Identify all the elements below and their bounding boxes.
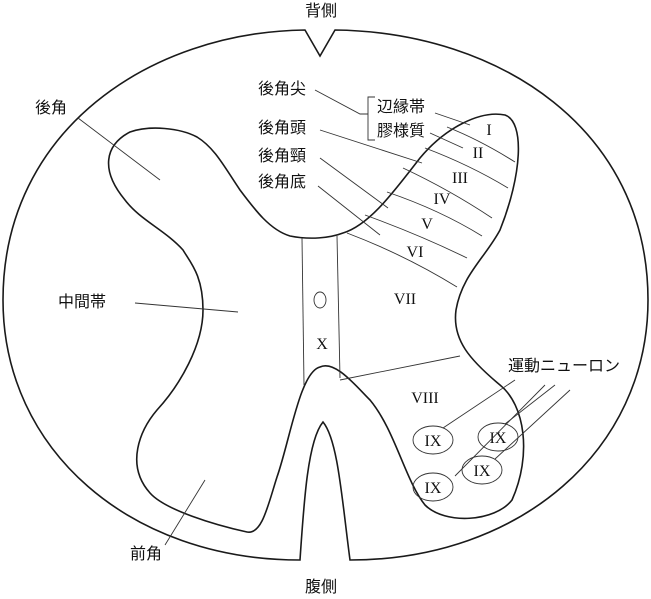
lamina-boundaries	[346, 126, 516, 288]
lamina-v-label: V	[421, 216, 433, 233]
lamina-iii-label: III	[452, 170, 468, 187]
lamina-vii-viii-border	[339, 355, 461, 381]
lamina-ix-label: IX	[490, 430, 507, 447]
neck-label: 後角頸	[258, 146, 306, 165]
ventral-label: 腹側	[305, 577, 337, 596]
lamina-x-label: X	[316, 336, 328, 353]
lamina-viii-label: VIII	[411, 390, 439, 407]
intermediate-zone-label: 中間帯	[58, 292, 106, 311]
substantia-gelatinosa-label: 膠様質	[377, 121, 425, 140]
apex-label: 後角尖	[258, 79, 306, 98]
lamina-vi-label: VI	[407, 244, 424, 261]
lamina-iv-label: IV	[434, 191, 451, 208]
motor-pools: IX IX IX IX	[412, 422, 519, 502]
lamina-ii-label: II	[473, 145, 484, 162]
lamina-ix-label: IX	[425, 480, 442, 497]
lamina-x-left-border	[301, 237, 305, 386]
marginal-zone-label: 辺縁帯	[377, 97, 425, 116]
head-label: 後角頭	[258, 118, 306, 137]
motor-neurons-label: 運動ニューロン	[508, 356, 620, 375]
lamina-ix-label: IX	[425, 433, 442, 450]
dorsal-label: 背側	[305, 1, 337, 20]
lamina-x-right-border	[336, 235, 341, 379]
gray-matter-outline	[107, 113, 525, 533]
spinal-cord-outline	[2, 29, 649, 561]
lamina-vii-label: VII	[394, 291, 416, 308]
central-canal	[313, 291, 327, 309]
base-label: 後角底	[258, 172, 306, 191]
ventral-horn-label: 前角	[130, 544, 162, 563]
dorsal-horn-label: 後角	[35, 98, 67, 117]
lamina-ix-label: IX	[474, 463, 491, 480]
lamina-i-label: I	[486, 122, 491, 139]
leader-lines	[77, 89, 571, 546]
